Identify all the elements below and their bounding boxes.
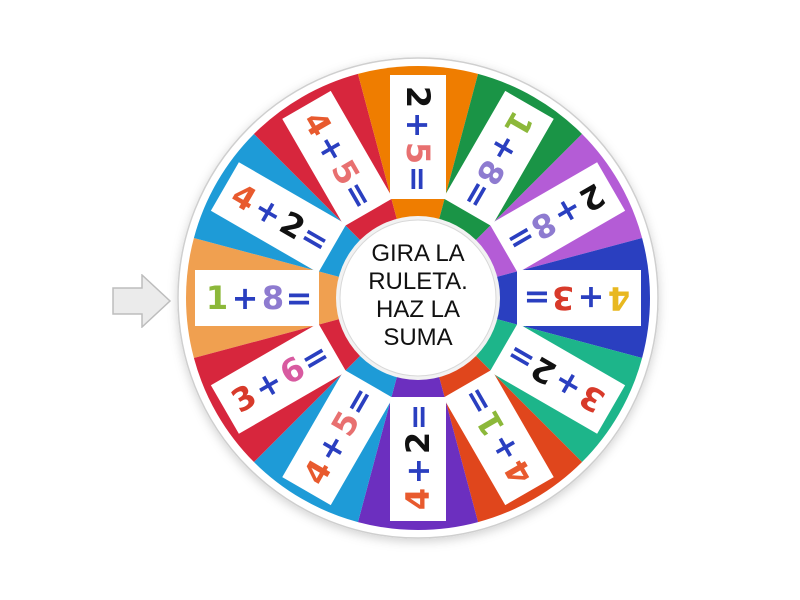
- segment-card: 1+8=: [195, 270, 319, 326]
- segment-card: 4 +2=: [390, 397, 446, 521]
- svg-text:1: 1: [206, 279, 228, 317]
- segment-card: 3+2=: [489, 323, 626, 434]
- segment-card: 4+5=: [282, 90, 393, 227]
- wheel-segment: 4+5=: [253, 298, 418, 523]
- center-line-3: HAZ LA: [375, 296, 461, 323]
- segment-card: 4+3=: [517, 270, 641, 326]
- pointer-arrow-icon: [112, 273, 172, 332]
- center-line-2: RULETA.: [368, 268, 468, 295]
- svg-text:+: +: [232, 279, 259, 317]
- svg-text:2: 2: [399, 86, 437, 108]
- segment-card: 4+2=: [210, 162, 347, 273]
- center-line-1: GIRA LA: [371, 240, 465, 267]
- svg-text:=: =: [286, 279, 313, 317]
- svg-text:2: 2: [399, 432, 437, 454]
- hub: [339, 219, 497, 377]
- segment-card: 2+8=: [489, 162, 626, 273]
- segment-card: 1+8=: [443, 90, 554, 227]
- svg-text:8: 8: [262, 279, 284, 317]
- svg-text:=: =: [524, 279, 551, 317]
- wheel-segment: 4 +2=: [357, 298, 479, 530]
- segment-card: 2 +5=: [390, 75, 446, 199]
- svg-text:4: 4: [608, 279, 630, 317]
- center-line-4: SUMA: [383, 324, 453, 351]
- svg-text:+: +: [399, 458, 437, 485]
- wheel-center-label[interactable]: GIRA LA RULETA. HAZ LA SUMA: [338, 240, 498, 352]
- svg-text:+: +: [578, 279, 605, 317]
- wheel-segment: 1+8=: [186, 237, 418, 359]
- wheel-segment: 4+2=: [193, 133, 418, 298]
- wheel-segment: 2 +5=: [357, 66, 479, 298]
- segment-card: 3+6=: [210, 323, 347, 434]
- svg-text:=: =: [399, 166, 437, 193]
- svg-text:+: +: [399, 112, 437, 139]
- svg-text:4: 4: [399, 488, 437, 510]
- svg-text:5: 5: [399, 142, 437, 164]
- svg-text:3: 3: [552, 279, 574, 317]
- segment-card: 4+1=: [443, 369, 554, 506]
- wheel-segment: 4+3=: [418, 237, 650, 359]
- svg-text:=: =: [399, 404, 437, 431]
- segment-card: 4+5=: [282, 369, 393, 506]
